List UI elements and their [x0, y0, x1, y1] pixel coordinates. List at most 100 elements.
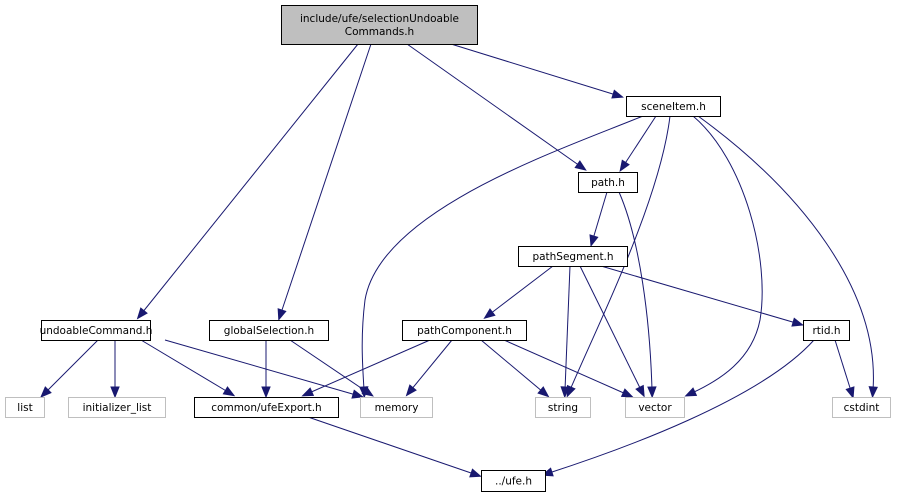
node-box — [832, 397, 891, 418]
edge-pathSegment-to-rtid — [600, 265, 805, 327]
edge-root-to-sceneItem — [450, 43, 624, 99]
edge-rtid-to-cstdint — [834, 339, 855, 399]
edge-line — [45, 339, 99, 393]
node-vector: vector — [625, 397, 685, 418]
node-pathSegment[interactable]: pathSegment.h — [518, 246, 628, 267]
edge-line — [503, 339, 627, 395]
edge-undoableCommand-to-ufeExport — [140, 339, 236, 397]
arrowhead-icon — [619, 159, 630, 172]
edge-line — [307, 416, 475, 475]
edge-line — [592, 191, 608, 240]
node-box — [68, 397, 166, 418]
node-box — [535, 397, 591, 418]
edge-line — [697, 115, 874, 391]
node-label: initializer_list — [83, 402, 152, 414]
edge-line — [623, 115, 657, 166]
arrowhead-icon — [647, 386, 657, 399]
edge-line — [140, 339, 229, 393]
edge-line — [308, 339, 431, 394]
edge-pathComponent-to-ufeExport — [301, 339, 431, 397]
arrowhead-icon — [845, 386, 855, 399]
node-ufe[interactable]: ../ufe.h — [481, 470, 546, 492]
edge-line — [691, 115, 763, 394]
edge-sceneItem-to-path — [619, 115, 657, 172]
node-box — [402, 320, 527, 341]
arrowhead-icon — [222, 386, 236, 397]
node-label: sceneItem.h — [641, 101, 706, 113]
node-box — [209, 320, 329, 341]
edge-line — [450, 43, 617, 96]
node-box — [360, 397, 433, 418]
node-rtid[interactable]: rtid.h — [803, 320, 850, 341]
node-label: globalSelection.h — [224, 325, 314, 337]
edges-layer — [40, 43, 878, 478]
node-label: vector — [638, 402, 672, 414]
arrowhead-icon — [261, 386, 271, 399]
edge-line — [618, 191, 653, 391]
node-box — [518, 246, 628, 267]
arrowhead-icon — [469, 468, 482, 478]
node-label: memory — [375, 402, 419, 414]
node-label: include/ufe/selectionUndoable — [300, 13, 459, 25]
arrowhead-icon — [483, 308, 496, 320]
node-undoableCommand[interactable]: undoableCommand.h — [40, 320, 153, 341]
arrowhead-icon — [589, 234, 599, 247]
node-box — [578, 172, 638, 193]
edge-globalSelection-to-memory — [289, 339, 374, 397]
node-box — [625, 397, 685, 418]
edge-line — [548, 339, 815, 474]
edge-pathComponent-to-string — [480, 339, 550, 398]
edge-root-to-path — [406, 43, 587, 171]
node-cstdint: cstdint — [832, 397, 891, 418]
arrowhead-icon — [620, 388, 634, 398]
edge-line — [600, 265, 797, 324]
node-label: list — [17, 402, 32, 414]
node-box — [281, 5, 478, 45]
edge-path-to-vector — [618, 191, 657, 399]
node-label: common/ufeExport.h — [211, 402, 321, 414]
node-sceneItem[interactable]: sceneItem.h — [626, 96, 721, 117]
edge-line — [480, 339, 544, 393]
edge-root-to-undoableCommand — [136, 43, 359, 320]
edge-line — [164, 339, 357, 396]
arrowhead-icon — [791, 317, 805, 327]
arrowhead-icon — [301, 387, 315, 397]
node-path[interactable]: path.h — [578, 172, 638, 193]
edge-pathComponent-to-vector — [503, 339, 634, 398]
node-box — [41, 320, 151, 341]
node-label: path.h — [591, 177, 625, 189]
node-box — [803, 320, 850, 341]
edge-line — [410, 339, 453, 391]
node-label: string — [548, 402, 578, 414]
edge-undoableCommand-to-initializer_list — [110, 340, 120, 399]
arrowhead-icon — [351, 389, 365, 399]
node-label: Commands.h — [345, 26, 414, 38]
node-label: pathComponent.h — [417, 325, 512, 337]
node-list: list — [5, 397, 45, 418]
arrowhead-icon — [635, 384, 645, 398]
node-box — [5, 397, 45, 418]
arrowhead-icon — [277, 308, 287, 321]
node-pathComponent[interactable]: pathComponent.h — [402, 320, 527, 341]
node-label: cstdint — [844, 402, 880, 414]
node-label: rtid.h — [812, 325, 840, 337]
edge-sceneItem-to-vector — [684, 115, 763, 397]
node-label: undoableCommand.h — [40, 325, 153, 337]
node-globalSelection[interactable]: globalSelection.h — [209, 320, 329, 341]
edge-root-to-globalSelection — [277, 43, 372, 321]
arrowhead-icon — [361, 386, 374, 397]
edge-line — [579, 265, 642, 391]
node-box — [481, 470, 546, 492]
arrowhead-icon — [684, 387, 698, 397]
edge-path-to-pathSegment — [589, 191, 608, 247]
arrowhead-icon — [560, 386, 570, 399]
arrowhead-icon — [136, 307, 148, 320]
edge-line — [489, 265, 554, 315]
arrowhead-icon — [537, 386, 550, 398]
edge-line — [280, 43, 372, 314]
node-ufeExport[interactable]: common/ufeExport.h — [194, 397, 339, 418]
edge-ufeExport-to-ufe — [307, 416, 482, 478]
edge-pathSegment-to-vector — [579, 265, 645, 398]
